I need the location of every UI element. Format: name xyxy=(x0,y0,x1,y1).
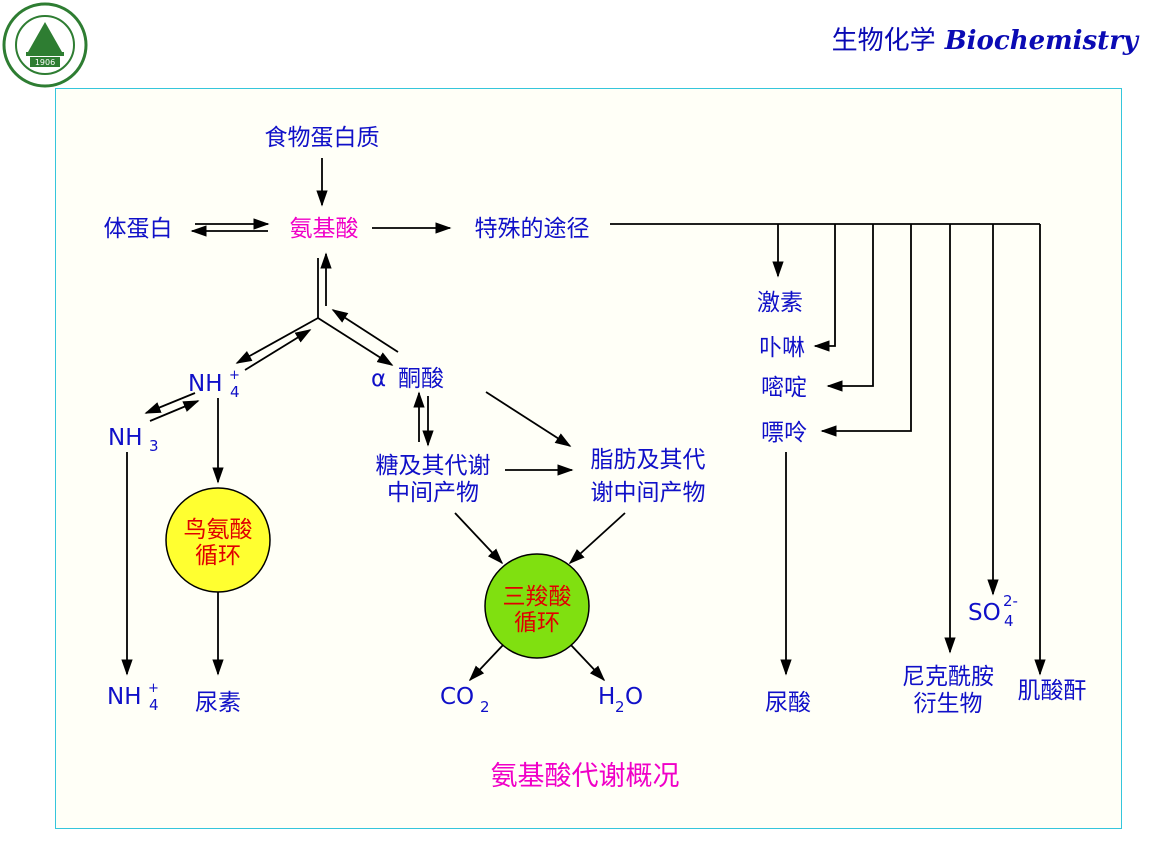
nh3-text: NH xyxy=(108,425,143,451)
node-fat-line1: 脂肪及其代 xyxy=(591,447,706,473)
keto-text: 酮酸 xyxy=(398,366,444,392)
node-creatine: 肌酸酐 xyxy=(1018,678,1087,704)
nh4-out-sub: 4 xyxy=(149,696,159,714)
node-sugar-line1: 糖及其代谢 xyxy=(376,453,491,479)
node-amino-acid: 氨基酸 xyxy=(290,216,359,242)
node-food-protein: 食物蛋白质 xyxy=(265,125,380,151)
arrow-nh3-to-nh4 xyxy=(149,400,200,422)
node-nh4: NH + 4 xyxy=(188,368,240,401)
node-so4: SO 2- 4 xyxy=(968,592,1018,630)
nh3-sub: 3 xyxy=(149,437,159,455)
nh4-sub: 4 xyxy=(230,383,240,401)
node-hormone: 激素 xyxy=(757,290,803,316)
arrow-keto-to-fat xyxy=(485,391,572,447)
urea-cycle-circle xyxy=(165,487,271,593)
arrow-sugar-to-tca xyxy=(454,512,504,565)
h2o-sub: 2 xyxy=(615,698,625,716)
arrow-nh4-to-nh3 xyxy=(144,392,196,414)
arrow-split-to-keto xyxy=(317,317,394,366)
nh4-out-sup: + xyxy=(148,681,159,696)
node-co2: CO 2 xyxy=(440,684,490,716)
arrow-fat-to-tca xyxy=(568,512,626,565)
node-nh3: NH 3 xyxy=(108,425,159,455)
nh4-sup: + xyxy=(229,368,240,383)
arrow-tca-to-h2o xyxy=(569,643,606,682)
node-nicotinamide-line2: 衍生物 xyxy=(914,691,983,717)
title-cn: 生物化学 xyxy=(831,26,936,56)
so4-sup: 2- xyxy=(1003,592,1018,610)
arrow-to-pyrimidine xyxy=(826,224,874,392)
so4-text: SO xyxy=(968,600,1001,626)
node-uric-acid: 尿酸 xyxy=(765,690,811,716)
keto-alpha: α xyxy=(371,366,386,392)
node-sugar-line2: 中间产物 xyxy=(387,480,479,506)
node-h2o: H 2 O xyxy=(598,684,643,716)
node-fat-line2: 谢中间产物 xyxy=(591,480,706,506)
h2o-h: H xyxy=(598,684,615,710)
arrow-keto-to-split xyxy=(331,309,399,353)
arrows xyxy=(121,158,1046,682)
tca-cycle-line2: 循环 xyxy=(514,610,560,636)
node-nicotinamide-line1: 尼克酰胺 xyxy=(902,664,994,690)
node-keto-acid: α 酮酸 xyxy=(371,366,444,392)
arrow-split-to-nh4 xyxy=(235,317,319,364)
h2o-o: O xyxy=(625,684,643,710)
co2-text: CO xyxy=(440,684,474,710)
arrow-nh4-to-split xyxy=(244,329,312,371)
university-logo: 1906 xyxy=(2,2,88,88)
tca-cycle-circle xyxy=(484,553,590,659)
diagram-caption: 氨基酸代谢概况 xyxy=(491,761,680,792)
nh4-out-text: NH xyxy=(107,684,142,710)
title-en: Biochemistry xyxy=(944,26,1138,56)
nh4-text: NH xyxy=(188,371,223,397)
tca-cycle-line1: 三羧酸 xyxy=(503,584,572,610)
node-urea: 尿素 xyxy=(195,690,241,716)
node-nh4-out: NH + 4 xyxy=(107,681,159,714)
diagram-frame xyxy=(55,88,1122,829)
node-special-pathway: 特殊的途径 xyxy=(475,216,590,242)
logo-year: 1906 xyxy=(35,58,55,67)
co2-sub: 2 xyxy=(480,698,490,716)
node-pyrimidine: 嘧啶 xyxy=(761,375,807,401)
urea-cycle-line1: 鸟氨酸 xyxy=(184,517,253,543)
so4-sub: 4 xyxy=(1004,612,1014,630)
node-body-protein: 体蛋白 xyxy=(104,216,173,242)
arrow-to-porphyrin xyxy=(813,224,836,352)
arrow-tca-to-co2 xyxy=(468,643,505,682)
node-porphyrin: 卟啉 xyxy=(759,335,805,361)
arrow-to-purine xyxy=(820,224,912,437)
urea-cycle-line2: 循环 xyxy=(195,543,241,569)
node-purine: 嘌呤 xyxy=(761,420,807,446)
page-title: 生物化学 Biochemistry xyxy=(832,20,1138,57)
